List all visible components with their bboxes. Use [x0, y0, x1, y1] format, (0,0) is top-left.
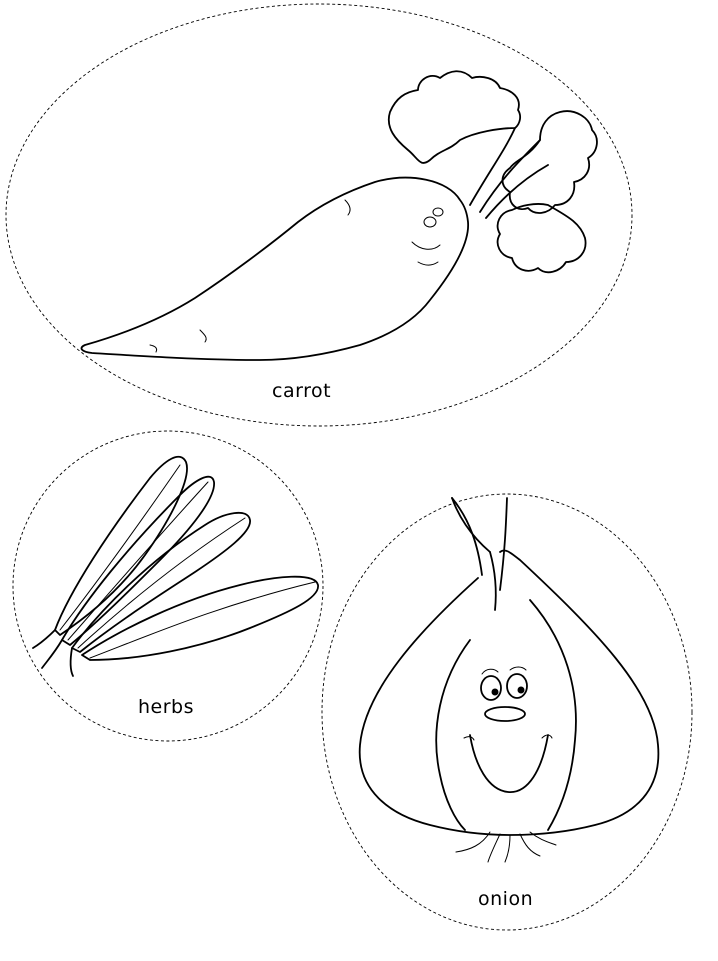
- carrot-card: [5, 3, 633, 427]
- carrot-cut-line: [5, 3, 633, 427]
- onion-label: onion: [478, 888, 534, 910]
- onion-cut-line: [321, 493, 693, 931]
- onion-card: [321, 493, 693, 931]
- onion-icon: [358, 497, 660, 863]
- herbs-label: herbs: [138, 696, 195, 718]
- carrot-icon: [80, 70, 598, 361]
- carrot-label: carrot: [272, 380, 332, 402]
- herbs-icon: [32, 456, 319, 677]
- herbs-cut-line: [12, 430, 324, 742]
- herbs-card: [12, 430, 324, 742]
